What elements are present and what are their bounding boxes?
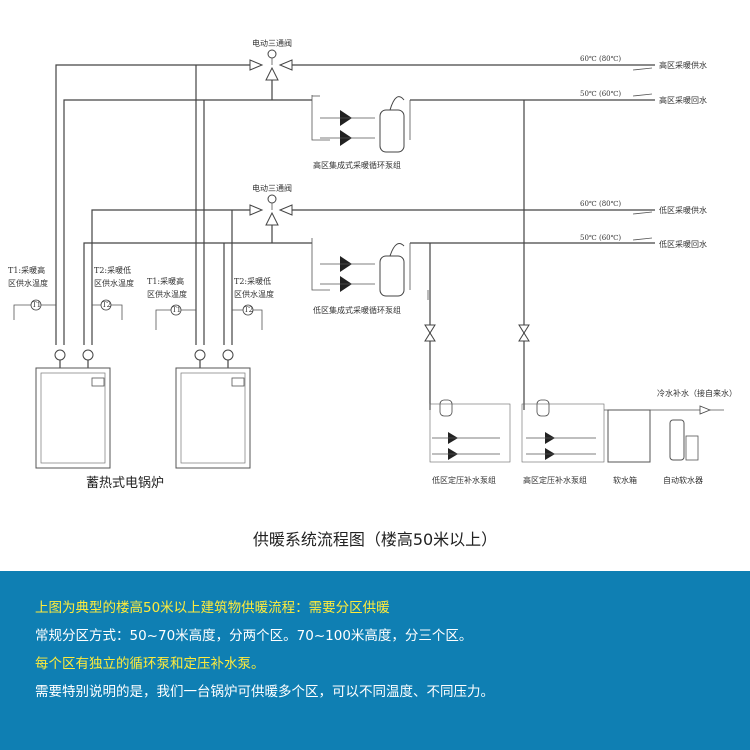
high-circ-label: 高区集成式采暖循环泵组 bbox=[313, 160, 401, 170]
sensor-4-line2: 区供水温度 bbox=[234, 289, 274, 299]
high-zone-supply-pipe bbox=[55, 64, 655, 345]
three-way-valve-mid bbox=[249, 194, 293, 226]
low-pressure-pump-group bbox=[429, 399, 511, 463]
sensor-3-line1: T1:采暖高 bbox=[147, 276, 184, 286]
info-panel: 上图为典型的楼高50米以上建筑物供暖流程：需要分区供暖 常规分区方式：50~70… bbox=[0, 571, 750, 750]
low-circ-label: 低区集成式采暖循环泵组 bbox=[313, 305, 401, 315]
info-line-2: 常规分区方式：50~70米高度，分两个区。70~100米高度，分三个区。 bbox=[35, 628, 473, 644]
line-high-return: 高区采暖回水 bbox=[659, 95, 707, 105]
boiler-pumps bbox=[54, 349, 234, 372]
sensor-tag-3: T1 bbox=[172, 306, 181, 314]
low-zone-supply-pipe bbox=[91, 209, 655, 345]
temp-low-supply: 60℃ (80℃) bbox=[580, 200, 621, 208]
info-line-4: 需要特别说明的是，我们一台锅炉可供暖多个区，可以不同温度、不同压力。 bbox=[35, 684, 494, 700]
softener-label: 自动软水器 bbox=[663, 475, 703, 485]
sensor-2-line1: T2:采暖低 bbox=[94, 265, 131, 275]
valve-label-top: 电动三通阀 bbox=[252, 38, 292, 48]
electric-boiler-2 bbox=[175, 367, 251, 469]
sensor-tags: T1 T2 T1 T2 bbox=[13, 299, 263, 330]
sensor-tag-4: T2 bbox=[244, 306, 253, 314]
sensor-1-line2: 区供水温度 bbox=[8, 278, 48, 288]
auto-water-softener bbox=[654, 405, 724, 461]
temp-high-return: 50℃ (60℃) bbox=[580, 90, 621, 98]
valve-label-mid: 电动三通阀 bbox=[252, 183, 292, 193]
line-low-supply: 低区采暖供水 bbox=[659, 205, 707, 215]
low-pressure-label: 低区定压补水泵组 bbox=[432, 475, 496, 485]
temp-low-return: 50℃ (60℃) bbox=[580, 234, 621, 242]
high-zone-return-pipe bbox=[63, 78, 655, 345]
heating-flow-diagram: 电动三通阀 高区集成式采暖循环泵组 60℃ (80℃) 50℃ (60℃) 高区… bbox=[8, 38, 737, 491]
electric-boiler-1 bbox=[35, 367, 111, 469]
temp-high-supply: 60℃ (80℃) bbox=[580, 55, 621, 63]
sensor-4-line1: T2:采暖低 bbox=[234, 276, 271, 286]
soft-tank-label: 软水箱 bbox=[613, 475, 637, 485]
info-line-1: 上图为典型的楼高50米以上建筑物供暖流程：需要分区供暖 bbox=[35, 600, 390, 616]
sensor-3-line2: 区供水温度 bbox=[147, 289, 187, 299]
low-zone-circulation-pump-group bbox=[311, 238, 411, 297]
cold-water-label: 冷水补水（接自来水） bbox=[657, 388, 737, 398]
soft-water-tank bbox=[604, 409, 654, 463]
sensor-1-line1: T1:采暖高 bbox=[8, 265, 45, 275]
diagram-caption: 供暖系统流程图（楼高50米以上） bbox=[252, 530, 498, 549]
sensor-2-line2: 区供水温度 bbox=[94, 278, 134, 288]
sensor-tag-1: T1 bbox=[32, 301, 41, 309]
high-zone-circulation-pump-group bbox=[311, 95, 411, 153]
line-high-supply: 高区采暖供水 bbox=[659, 60, 707, 70]
line-low-return: 低区采暖回水 bbox=[659, 239, 707, 249]
high-pressure-label: 高区定压补水泵组 bbox=[523, 475, 587, 485]
info-line-3: 每个区有独立的循环泵和定压补水泵。 bbox=[35, 656, 265, 672]
boiler-label: 蓄热式电锅炉 bbox=[86, 475, 164, 491]
sensor-labels: T1:采暖高 区供水温度 T2:采暖低 区供水温度 T1:采暖高 区供水温度 T… bbox=[8, 265, 274, 299]
sensor-tag-2: T2 bbox=[102, 301, 111, 309]
high-pressure-pump-group bbox=[521, 399, 605, 463]
pressure-drop-pipes bbox=[424, 100, 530, 410]
three-way-valve-top bbox=[249, 49, 293, 81]
